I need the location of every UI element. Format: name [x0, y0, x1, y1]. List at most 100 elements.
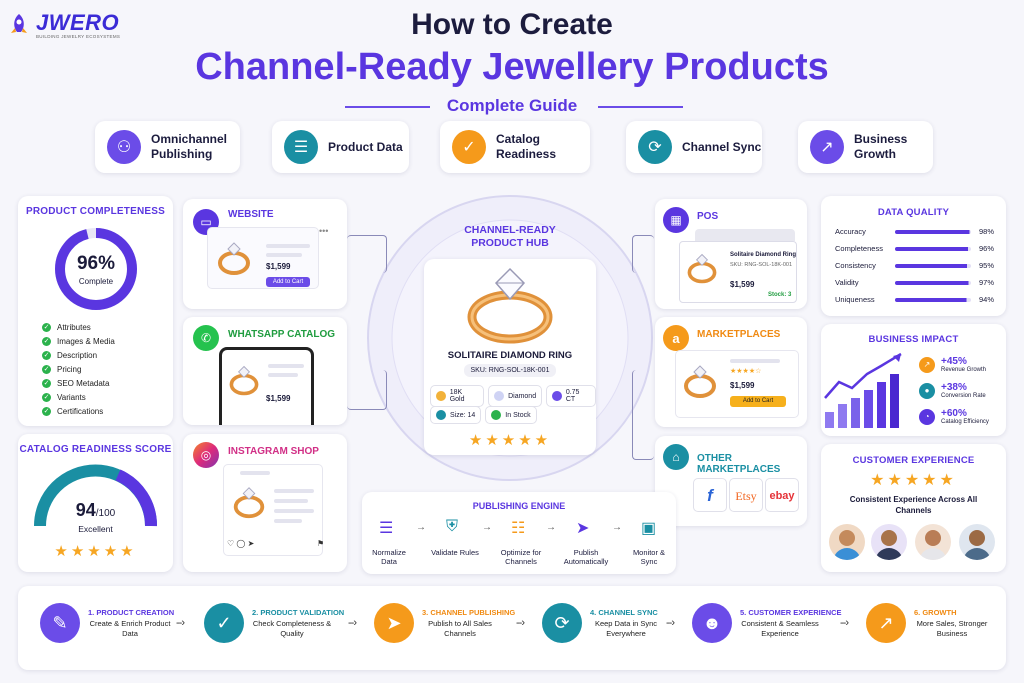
flipkart-logo[interactable]: f [693, 478, 727, 512]
growth-bar-chart-icon [824, 352, 902, 428]
avatar [915, 524, 951, 560]
engine-title: PUBLISHING ENGINE [472, 501, 566, 511]
pillar-channel-sync: ⟳ Channel Sync [626, 121, 762, 173]
amazon-icon: a [663, 325, 689, 351]
readiness-rating: Excellent [78, 524, 113, 534]
engine-step: Validate Rules [431, 548, 479, 557]
ring-image [687, 253, 717, 284]
growth-chart-icon: ↗ [810, 130, 844, 164]
pos-screen-top [695, 229, 795, 241]
flow-step-desc: Check Completeness & Quality [252, 618, 332, 638]
checklist-item: ✓Description [42, 348, 115, 362]
arrow-icon: → [416, 522, 426, 533]
metric-value: +60% [941, 408, 967, 419]
avatar [959, 524, 995, 560]
website-card[interactable]: ▭ WEBSITE $1,599 Add to Cart ••• [183, 199, 347, 309]
readiness-title: CATALOG READINESS SCORE [19, 444, 172, 455]
dq-bar [895, 246, 971, 251]
instagram-card[interactable]: ◎ INSTAGRAM SHOP ♡ ◯ ➤ ⚑ [183, 434, 347, 572]
rocket-icon [11, 13, 27, 33]
check-icon: ✓ [42, 406, 51, 416]
bookmark-icon[interactable]: ⚑ [317, 539, 325, 548]
impact-title: BUSINESS IMPACT [868, 334, 959, 345]
pillar-label: Omnichannel Publishing [151, 132, 228, 161]
dq-value: 95% [979, 261, 995, 270]
marketplaces-card[interactable]: a MARKETPLACES ★★★★☆ $1,599 Add to Cart [655, 317, 807, 427]
dq-label: Accuracy [835, 227, 866, 236]
social-actions-icon[interactable]: ♡ ◯ ➤ [227, 539, 255, 548]
growth-chart-icon: ↗ [866, 603, 906, 643]
rating-stars: ★★★★☆ [730, 368, 762, 375]
ring-image [233, 487, 265, 519]
whatsapp-title: WHATSAPP CATALOG [228, 329, 336, 340]
flow-step-title: 5. CUSTOMER EXPERIENCE [740, 607, 842, 617]
publishing-engine-card: PUBLISHING ENGINE ☰ ⛨ ☷ ➤ ▣ → → → → Norm… [362, 492, 676, 574]
completeness-title: PRODUCT COMPLETENESS [25, 206, 165, 217]
brand-logo: JWERO BUILDING JEWELRY ECOSYSTEMS [8, 10, 120, 39]
score-max: /100 [95, 508, 116, 519]
more-icon[interactable]: ••• [319, 226, 329, 236]
pillar-business-growth: ↗ Business Growth [798, 121, 933, 173]
gold-icon [436, 391, 446, 401]
impact-metric: ↗ +45%Revenue Growth [919, 356, 986, 373]
hub-title-line: PRODUCT HUB [471, 237, 549, 249]
checklist-item: ✓SEO Metadata [42, 376, 115, 390]
hub-tags-row1: 18K Gold Diamond 0.75 CT [430, 385, 596, 407]
ring-image [229, 365, 259, 396]
flow-step-title: 4. CHANNEL SYNC [590, 607, 658, 617]
etsy-logo[interactable]: Etsy [729, 478, 763, 512]
metric-label: Conversion Rate [941, 393, 986, 399]
clipboard-check-icon: ✓ [452, 130, 486, 164]
hub-tags-row2: Size: 14 In Stock [430, 406, 537, 424]
flow-step-desc: Publish to All Sales Channels [428, 618, 492, 638]
pillar-catalog-readiness: ✓ Catalog Readiness [440, 121, 590, 173]
workflow-strip [18, 586, 1006, 670]
add-to-cart-button[interactable]: Add to Cart [730, 396, 786, 407]
check-icon: ✓ [42, 378, 51, 388]
pos-price: $1,599 [730, 280, 755, 289]
tag-stock: In Stock [485, 406, 537, 424]
readiness-gauge [34, 464, 158, 527]
diamond-icon [494, 391, 505, 401]
pos-card[interactable]: ▦ POS Solitaire Diamond Ring SKU: RNG-SO… [655, 199, 807, 309]
connector [347, 370, 387, 410]
check-icon: ✓ [42, 364, 51, 374]
dq-value: 98% [979, 227, 995, 236]
impact-metric: ◔ +60%Catalog Efficiency [919, 408, 989, 425]
checklist-item: ✓Attributes [42, 320, 115, 334]
pos-sku: SKU: RNG-SOL-18K-001 [730, 262, 793, 268]
page-subtitle: Channel-Ready Jewellery Products [195, 46, 829, 88]
hub-product-card[interactable]: SOLITAIRE DIAMOND RING SKU: RNG-SOL-18K-… [424, 259, 596, 455]
divider [598, 106, 683, 108]
arrow-icon: --› [176, 617, 185, 629]
add-to-cart-button[interactable]: Add to Cart [266, 277, 310, 287]
monitor-chart-icon: ▣ [641, 520, 657, 537]
checklist-item: ✓Images & Media [42, 334, 115, 348]
sync-icon: ⟳ [638, 130, 672, 164]
pillar-label: Channel Sync [682, 139, 762, 154]
connector [632, 235, 654, 273]
tag-label: 0.75 CT [565, 389, 580, 403]
arrow-icon: → [482, 522, 492, 533]
pos-preview: Solitaire Diamond Ring SKU: RNG-SOL-18K-… [679, 241, 797, 303]
checklist-label: Attributes [57, 322, 91, 332]
brand-tagline: BUILDING JEWELRY ECOSYSTEMS [36, 34, 121, 39]
tag-diamond: Diamond [488, 385, 543, 407]
business-impact-card: BUSINESS IMPACT ↗ +45%Revenue Growth ● +… [821, 324, 1006, 436]
document-add-icon: ✎ [40, 603, 80, 643]
tag-label: 18K Gold [449, 389, 465, 403]
flow-step-title: 2. PRODUCT VALIDATION [252, 607, 345, 617]
hub-title-line: CHANNEL-READY [464, 224, 556, 236]
send-icon: ➤ [576, 520, 590, 537]
whatsapp-card[interactable]: ✆ WHATSAPP CATALOG $1,599 [183, 317, 347, 425]
pillar-omnichannel: ⚇ Omnichannel Publishing [95, 121, 240, 173]
completeness-percent: 96% [76, 253, 116, 274]
engine-step: Monitor & Sync [632, 548, 666, 566]
checklist-item: ✓Pricing [42, 362, 115, 376]
ebay-logo[interactable]: ebay [765, 478, 799, 512]
ring-image [218, 242, 250, 275]
other-marketplaces-card[interactable]: ⌂ OTHER MARKETPLACES f Etsy ebay [655, 436, 807, 526]
